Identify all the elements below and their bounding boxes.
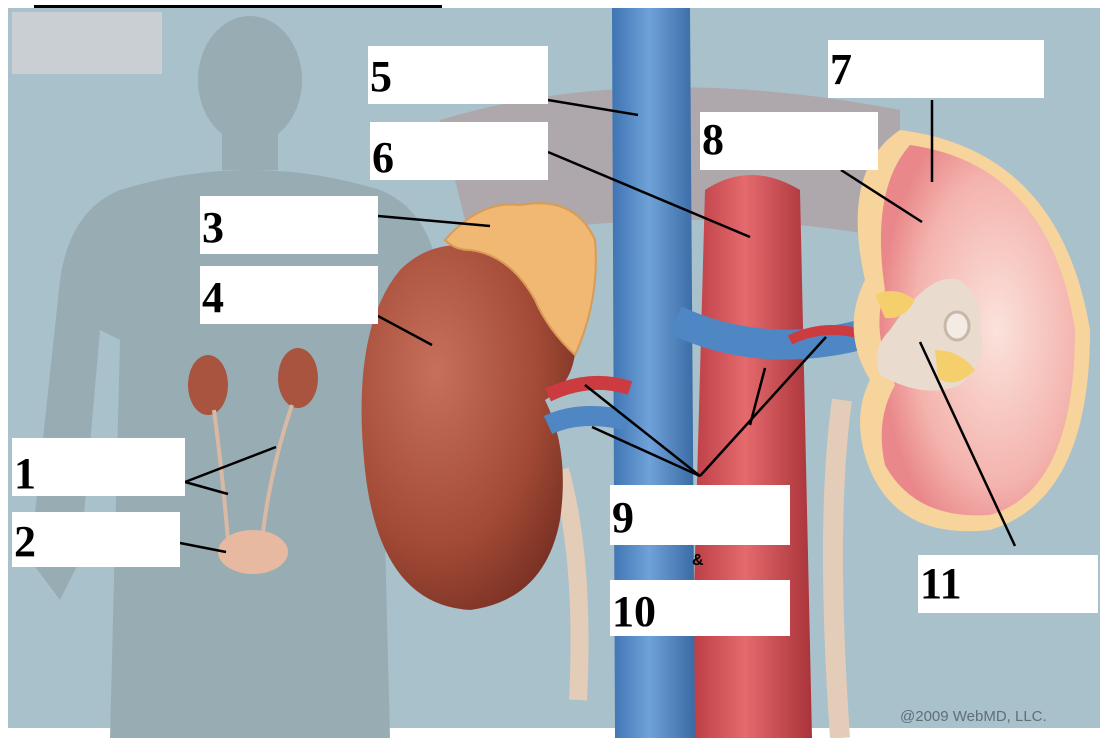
copyright-credit: @2009 WebMD, LLC. (900, 708, 1047, 725)
label-number-3: 3 (202, 206, 224, 250)
corner-box (12, 12, 162, 74)
label-number-11: 11 (920, 562, 962, 606)
label-box-1[interactable] (12, 438, 185, 496)
label-box-6[interactable] (370, 122, 548, 180)
label-number-10: 10 (612, 590, 656, 634)
label-box-5[interactable] (368, 46, 548, 104)
label-number-4: 4 (202, 276, 224, 320)
label-box-3[interactable] (200, 196, 378, 254)
label-box-2[interactable] (12, 512, 180, 567)
right-ureter (833, 400, 842, 738)
ampersand-label: & (692, 552, 704, 570)
label-box-4[interactable] (200, 266, 378, 324)
label-box-9[interactable] (610, 485, 790, 545)
label-number-1: 1 (14, 452, 36, 496)
label-number-8: 8 (702, 118, 724, 162)
label-number-9: 9 (612, 496, 634, 540)
label-number-2: 2 (14, 520, 36, 564)
label-number-6: 6 (372, 136, 394, 180)
label-box-8[interactable] (700, 112, 878, 170)
aorta (690, 175, 812, 738)
label-number-7: 7 (830, 48, 852, 92)
label-number-5: 5 (370, 55, 392, 99)
label-box-7[interactable] (828, 40, 1044, 98)
left-renal-vein (548, 416, 625, 425)
